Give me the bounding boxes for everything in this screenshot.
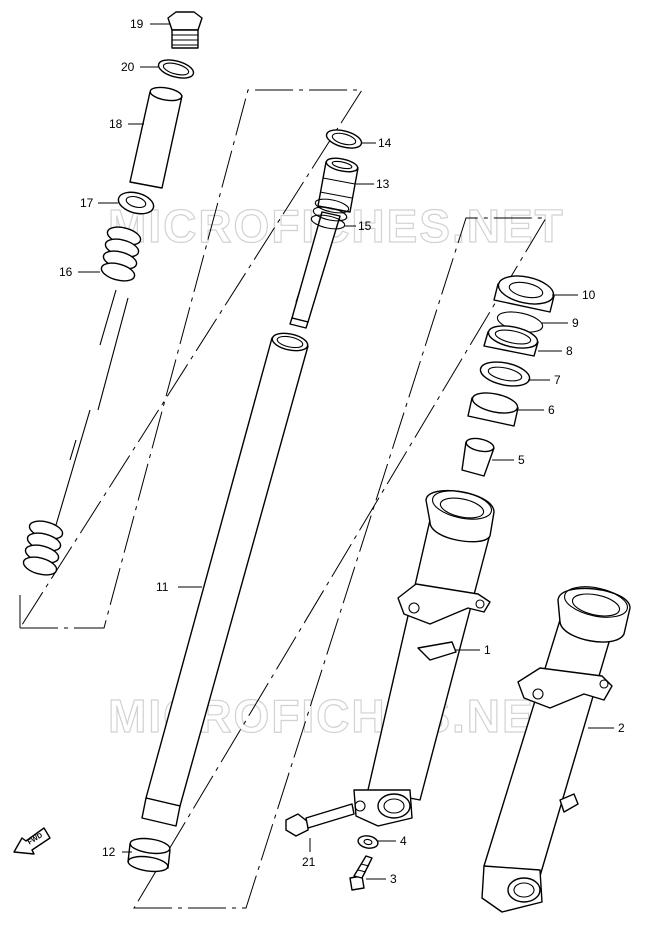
callout-11: 11 bbox=[156, 580, 169, 594]
callout-2: 2 bbox=[618, 721, 625, 735]
callout-9: 9 bbox=[572, 316, 579, 330]
outer-tube-right bbox=[481, 586, 631, 913]
callout-19: 19 bbox=[130, 17, 144, 31]
oil-lock-piece bbox=[461, 437, 495, 477]
callout-numbers: 19 20 18 17 16 14 13 15 10 9 8 7 6 5 1 2… bbox=[59, 17, 625, 886]
callout-14: 14 bbox=[378, 136, 392, 150]
group-outline-spring bbox=[19, 89, 363, 629]
piston-ring bbox=[325, 129, 363, 149]
callout-3: 3 bbox=[390, 872, 397, 886]
callout-18: 18 bbox=[109, 117, 123, 131]
leader-lines bbox=[78, 23, 614, 880]
guide-bushing bbox=[467, 392, 519, 427]
callout-13: 13 bbox=[376, 177, 390, 191]
damper-rod-bolt bbox=[285, 803, 355, 837]
callout-7: 7 bbox=[554, 373, 561, 387]
callout-4: 4 bbox=[400, 834, 407, 848]
callout-12: 12 bbox=[102, 845, 116, 859]
fork-spring bbox=[22, 226, 142, 576]
callout-6: 6 bbox=[548, 403, 555, 417]
oil-seal-retainer bbox=[479, 361, 531, 387]
cap-bolt bbox=[167, 11, 203, 49]
slide-bushing bbox=[127, 837, 171, 873]
spring-washer bbox=[117, 191, 155, 215]
callout-15: 15 bbox=[358, 219, 372, 233]
callout-21: 21 bbox=[302, 855, 316, 869]
oil-seal bbox=[483, 325, 539, 357]
callout-10: 10 bbox=[582, 288, 596, 302]
forward-direction-arrow: FWD bbox=[13, 827, 51, 855]
callout-20: 20 bbox=[121, 60, 135, 74]
inner-tube bbox=[141, 332, 309, 827]
callout-5: 5 bbox=[518, 453, 525, 467]
callout-17: 17 bbox=[80, 196, 94, 210]
callout-16: 16 bbox=[59, 265, 73, 279]
gasket-washer bbox=[357, 835, 379, 849]
o-ring bbox=[157, 59, 195, 79]
dust-seal bbox=[493, 275, 555, 313]
spacer-tube bbox=[129, 86, 183, 189]
group-outline-inner-tube bbox=[133, 217, 547, 909]
drain-bolt bbox=[349, 855, 373, 891]
callout-1: 1 bbox=[484, 643, 491, 657]
callout-8: 8 bbox=[566, 344, 573, 358]
outer-tube-left bbox=[353, 489, 495, 827]
